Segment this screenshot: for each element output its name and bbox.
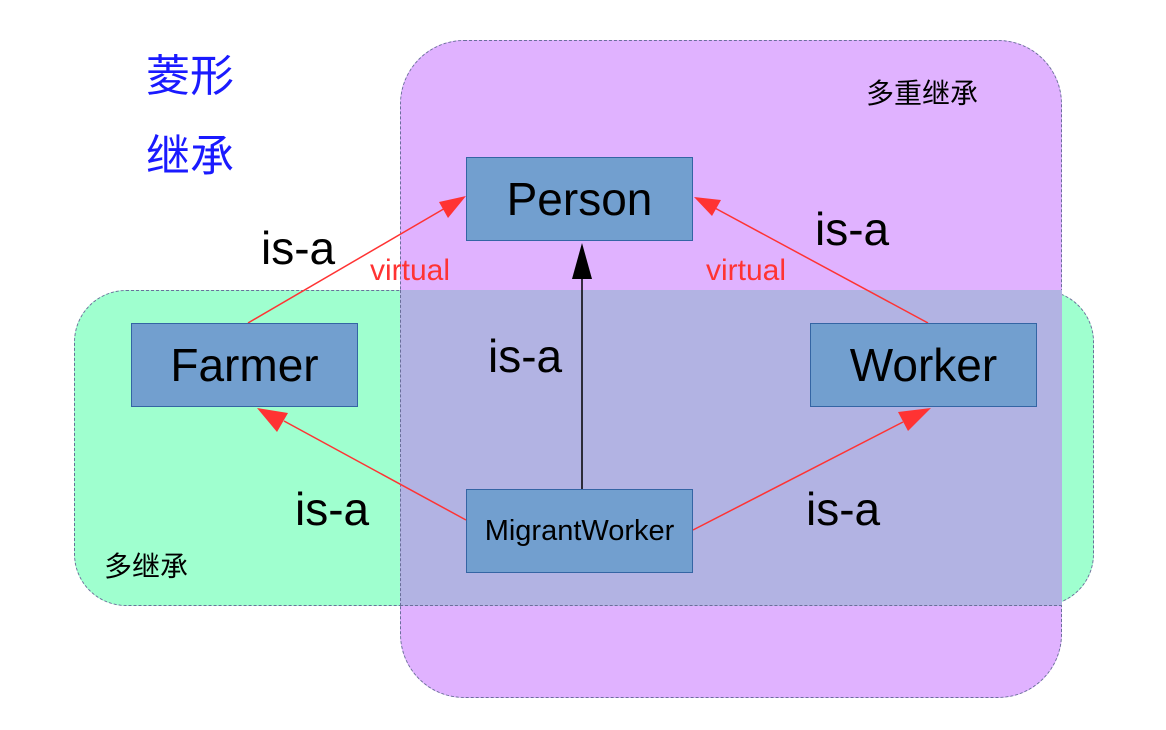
title-line-1: 菱形 — [146, 51, 234, 102]
edge-worker-to-person — [712, 206, 929, 324]
edge-label-migrant-person-isa: is-a — [488, 330, 563, 382]
edge-label-farmer-person-isa: is-a — [261, 222, 336, 274]
class-worker: Worker — [810, 323, 1037, 407]
multi-inheritance-label: 多继承 — [104, 550, 189, 583]
multiple-inheritance-label: 多重继承 — [866, 77, 979, 110]
edge-label-migrant-farmer-isa: is-a — [295, 483, 370, 535]
arrowhead-farmer-to-person — [439, 196, 466, 218]
edge-label-migrant-worker-isa: is-a — [806, 483, 881, 535]
edge-label-worker-person-virtual: virtual — [706, 254, 787, 287]
arrowhead-migrant-to-person — [572, 243, 592, 279]
arrowhead-migrant-to-farmer — [257, 408, 288, 432]
class-person: Person — [466, 157, 693, 241]
arrowhead-worker-to-person — [694, 197, 721, 216]
class-migrant-worker: MigrantWorker — [466, 489, 693, 573]
arrowhead-migrant-to-worker — [898, 408, 931, 431]
edge-migrant-to-farmer — [283, 420, 467, 521]
edge-label-farmer-person-virtual: virtual — [370, 254, 451, 287]
edge-migrant-to-worker — [692, 421, 904, 531]
title-line-2: 继承 — [146, 131, 234, 182]
edge-label-worker-person-isa: is-a — [815, 203, 890, 255]
edge-farmer-to-person — [247, 206, 448, 324]
class-farmer: Farmer — [131, 323, 358, 407]
